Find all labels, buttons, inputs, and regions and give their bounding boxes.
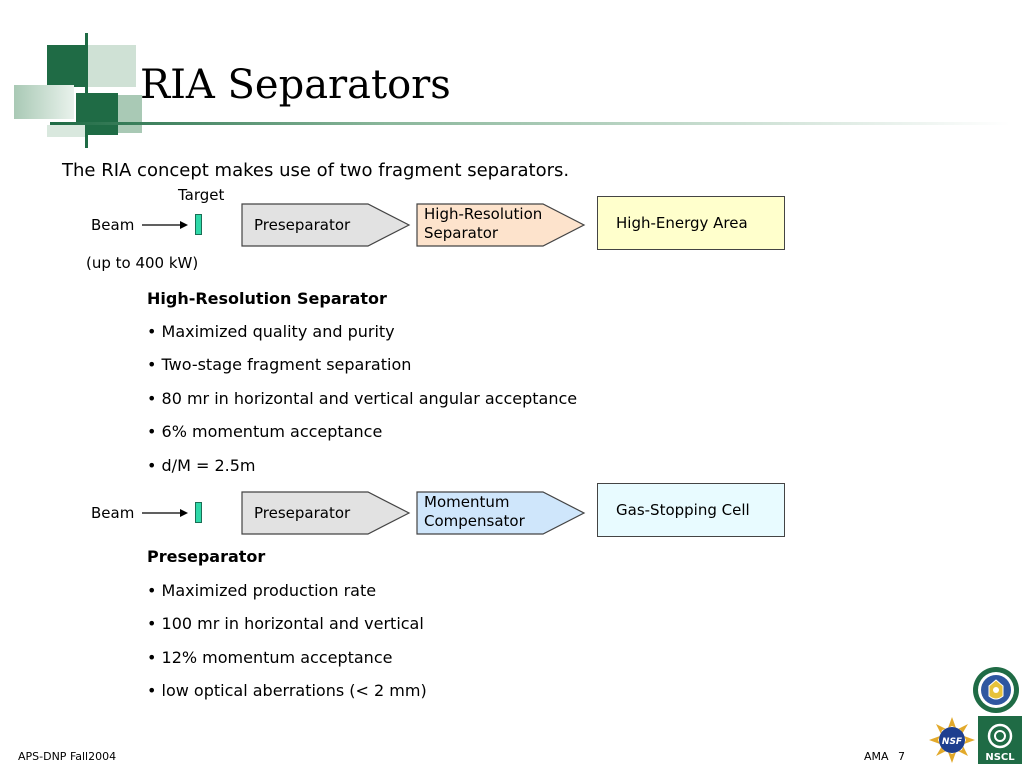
beam-label-1: Beam	[91, 216, 135, 234]
section2-bullet-1: • Maximized production rate	[147, 581, 377, 600]
nsf-logo: NSF	[929, 717, 975, 763]
slide-title: RIA Separators	[140, 62, 451, 108]
deco-square-light-left	[14, 85, 74, 119]
target-marker-1	[195, 214, 202, 235]
footer-author: AMA	[864, 750, 889, 763]
high-energy-area-label: High-Energy Area	[616, 214, 748, 232]
section1-bullet-4: • 6% momentum acceptance	[147, 422, 383, 441]
doe-seal-logo	[973, 667, 1019, 713]
section1-bullet-5: • d/M = 2.5m	[147, 456, 256, 475]
preseparator-label-1: Preseparator	[254, 216, 351, 234]
hr-separator-shape	[416, 203, 586, 247]
section1-bullet-1: • Maximized quality and purity	[147, 322, 395, 341]
section2-bullet-3: • 12% momentum acceptance	[147, 648, 393, 667]
momentum-compensator-label: Momentum Compensator	[424, 493, 525, 531]
section2-bullet-4: • low optical aberrations (< 2 mm)	[147, 681, 427, 700]
deco-square-light-bottom	[47, 125, 87, 137]
title-decoration	[14, 33, 1010, 148]
momentum-compensator-shape	[416, 491, 586, 535]
deco-square-dark-top	[47, 45, 89, 87]
deco-square-light-top	[88, 45, 136, 87]
page-number: 7	[898, 750, 905, 763]
gas-stopping-cell-label: Gas-Stopping Cell	[616, 501, 750, 519]
section2-bullet-2: • 100 mr in horizontal and vertical	[147, 614, 424, 633]
section1-bullet-3: • 80 mr in horizontal and vertical angul…	[147, 389, 578, 408]
beam-label-2: Beam	[91, 504, 135, 522]
section1-bullet-2: • Two-stage fragment separation	[147, 355, 412, 374]
target-marker-2	[195, 502, 202, 523]
deco-vertical-line	[85, 33, 88, 148]
deco-square-mid	[118, 95, 142, 133]
section2-heading: Preseparator	[147, 547, 266, 566]
beam-arrow-1	[142, 221, 188, 229]
hr-separator-label-line1: High-Resolution	[424, 205, 543, 223]
preseparator-shape-2	[241, 491, 411, 535]
intro-text: The RIA concept makes use of two fragmen…	[62, 160, 570, 181]
target-label: Target	[178, 186, 225, 204]
preseparator-label-2: Preseparator	[254, 504, 351, 522]
hr-separator-label: High-Resolution Separator	[424, 205, 542, 243]
gas-stopping-cell-box: Gas-Stopping Cell	[597, 483, 785, 537]
title-rule	[50, 122, 1010, 125]
momentum-compensator-line1: Momentum	[424, 493, 510, 511]
high-energy-area-box: High-Energy Area	[597, 196, 785, 250]
footer-left: APS-DNP Fall2004	[18, 750, 117, 763]
beam-arrow-2	[142, 509, 188, 517]
svg-text:NSCL: NSCL	[985, 752, 1015, 763]
momentum-compensator-line2: Compensator	[424, 512, 525, 530]
preseparator-shape-1	[241, 203, 411, 247]
hr-separator-label-line2: Separator	[424, 224, 499, 242]
beam-power-label: (up to 400 kW)	[86, 254, 199, 272]
section1-heading: High-Resolution Separator	[147, 289, 387, 308]
svg-text:NSF: NSF	[942, 737, 963, 747]
nscl-logo: NSCL	[978, 716, 1022, 764]
